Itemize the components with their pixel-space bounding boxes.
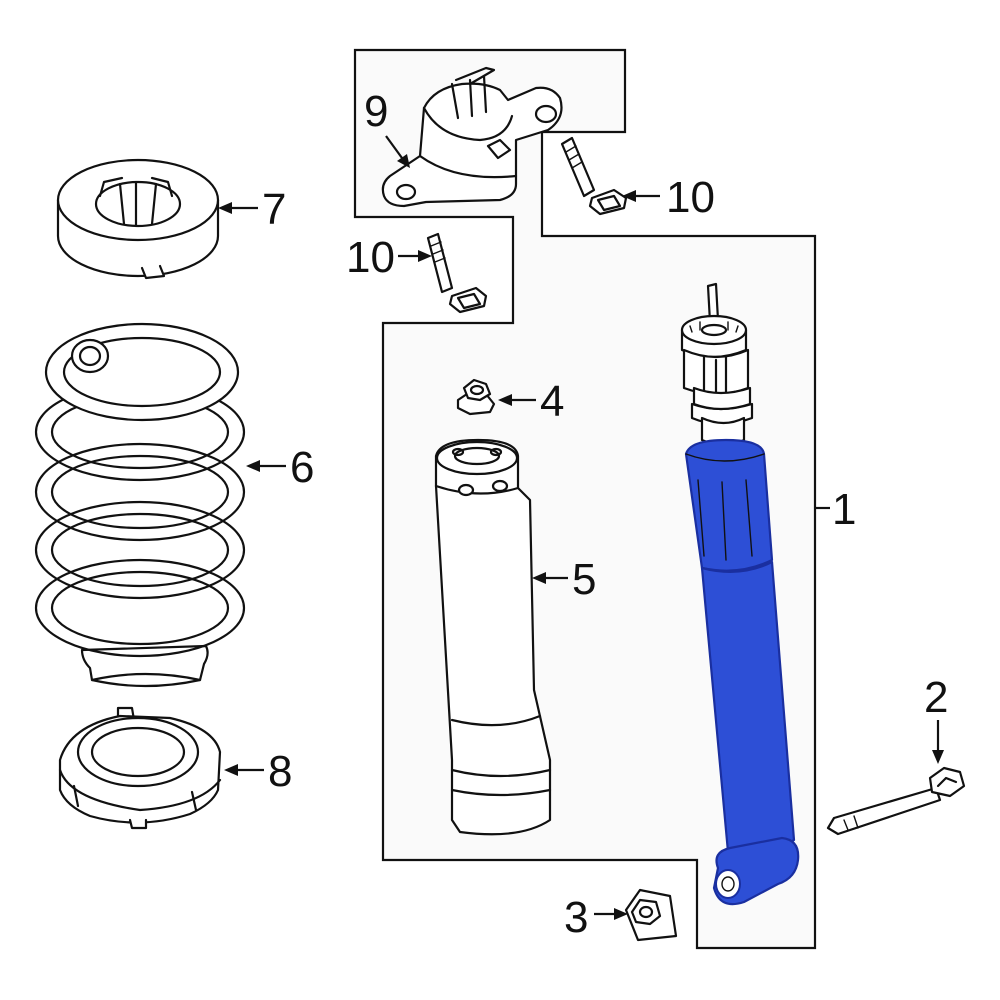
- leader-arrow-6: [246, 460, 286, 472]
- callout-8: 8: [268, 747, 292, 796]
- leader-arrow-10-left: [398, 250, 432, 262]
- upper-mount[interactable]: [381, 66, 563, 208]
- leader-arrow-5: [532, 572, 568, 584]
- mount-bolt-right[interactable]: [560, 136, 628, 216]
- leader-arrow-4: [498, 394, 536, 406]
- leader-arrow-7: [218, 202, 258, 214]
- callout-7: 7: [262, 185, 286, 234]
- mount-bolt-left[interactable]: [426, 232, 488, 314]
- callout-4: 4: [540, 377, 564, 426]
- callout-1: 1: [832, 485, 856, 534]
- callout-10-right: 10: [666, 173, 715, 222]
- callout-5: 5: [572, 555, 596, 604]
- leader-arrow-9: [385, 135, 410, 168]
- leader-arrow-2: [932, 720, 944, 764]
- bracket-nut[interactable]: [624, 888, 678, 942]
- upper-spring-insulator[interactable]: [56, 158, 220, 280]
- callout-9: 9: [364, 87, 388, 136]
- callout-10-left: 10: [346, 233, 395, 282]
- callout-6: 6: [290, 443, 314, 492]
- strut-nut[interactable]: [456, 378, 496, 416]
- callout-2: 2: [924, 673, 948, 722]
- shock-absorber[interactable]: [680, 282, 800, 906]
- leader-arrow-3: [594, 908, 628, 920]
- shock-upper-tube: [684, 438, 774, 572]
- coil-spring[interactable]: [34, 322, 246, 688]
- dust-boot[interactable]: [434, 438, 552, 836]
- callout-3: 3: [564, 893, 588, 942]
- lower-spring-seat[interactable]: [58, 706, 222, 830]
- leader-arrow-10-right: [622, 190, 660, 202]
- leader-arrow-8: [224, 764, 264, 776]
- lower-mounting-bolt[interactable]: [826, 766, 966, 836]
